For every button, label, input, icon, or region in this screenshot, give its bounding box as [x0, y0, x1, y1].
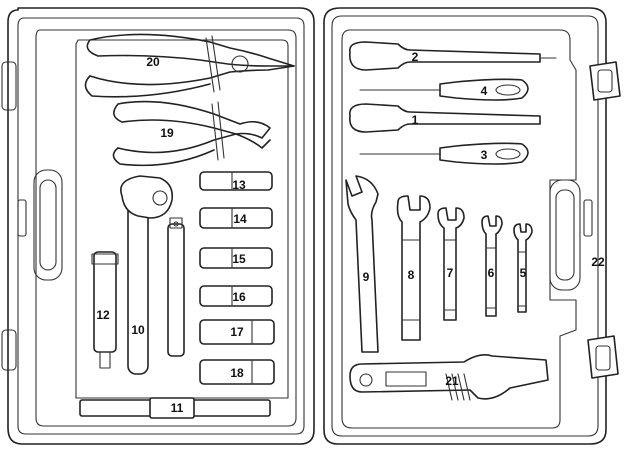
label-17: 17	[230, 325, 244, 339]
wrench-9	[345, 175, 379, 353]
label-8: 8	[408, 268, 415, 282]
label-12: 12	[96, 308, 110, 322]
extension-bar	[167, 217, 185, 357]
label-1: 1	[412, 113, 419, 127]
pliers-side-cutter	[112, 100, 271, 167]
label-13: 13	[232, 178, 246, 192]
label-3: 3	[481, 148, 488, 162]
case-right-half	[323, 7, 621, 445]
callout-labels: 2 4 1 3 9 8 7 6 5 21 22 20 19 13 14 15 1…	[96, 50, 605, 415]
knife-handle	[349, 354, 549, 401]
label-18: 18	[230, 366, 244, 380]
long-bar	[79, 397, 271, 419]
label-19: 19	[160, 126, 174, 140]
case-left-half	[1, 7, 315, 445]
label-2: 2	[412, 50, 419, 64]
wrench-5	[513, 223, 533, 313]
screwdriver-3	[359, 142, 529, 165]
label-10: 10	[131, 323, 145, 337]
label-9: 9	[363, 270, 370, 284]
wrench-8	[396, 195, 431, 341]
screwdriver-1	[349, 103, 541, 133]
screwdriver-2	[349, 41, 557, 71]
wrench-7	[437, 207, 465, 321]
label-7: 7	[447, 266, 454, 280]
pliers-combination	[84, 33, 295, 98]
label-14: 14	[233, 212, 247, 226]
wrench-6	[481, 215, 503, 317]
screwdriver-4	[359, 78, 529, 101]
label-20: 20	[146, 55, 160, 69]
label-6: 6	[488, 266, 495, 280]
ratchet-handle	[120, 175, 174, 375]
label-15: 15	[232, 252, 246, 266]
label-5: 5	[520, 266, 527, 280]
label-21: 21	[445, 374, 459, 388]
spinner-handle	[91, 251, 119, 369]
sockets	[199, 171, 275, 385]
label-4: 4	[481, 84, 488, 98]
label-16: 16	[232, 290, 246, 304]
label-11: 11	[171, 401, 184, 415]
label-22: 22	[591, 255, 605, 269]
